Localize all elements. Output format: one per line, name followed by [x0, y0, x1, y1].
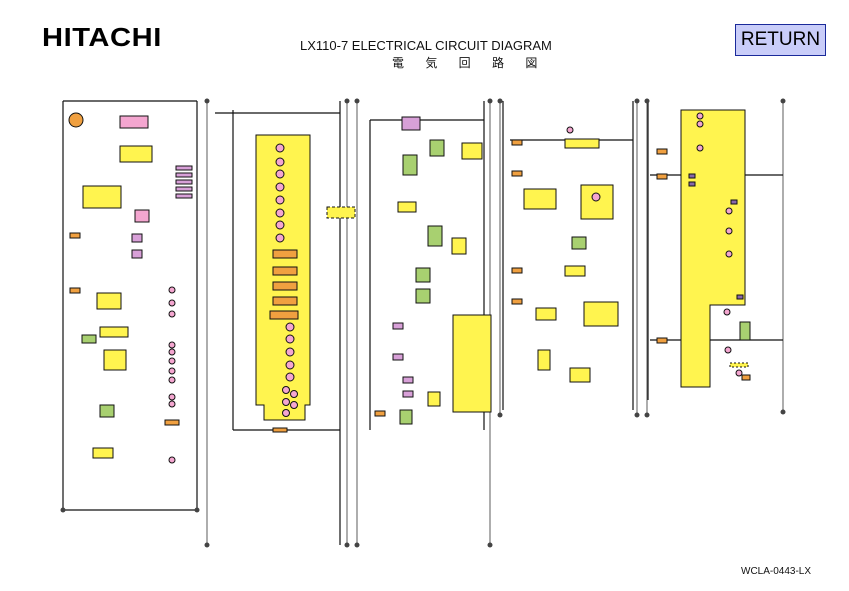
- dm-relay-2: [415, 288, 431, 304]
- t-m-control-unit: [452, 314, 492, 413]
- buzzer: [164, 419, 180, 426]
- lamp-indicators: [168, 286, 176, 464]
- page-title: LX110-7 ELECTRICAL CIRCUIT DIAGRAM: [300, 38, 552, 53]
- washer-switch-2: [569, 367, 591, 383]
- back-lamp-relay: [99, 404, 115, 418]
- parking-solenoid: [401, 116, 421, 131]
- section-starting-charging: [68, 112, 193, 464]
- sensor-box: [326, 206, 356, 219]
- alternator: [119, 145, 153, 163]
- hazard-switch: [103, 349, 127, 371]
- fuse-2: [69, 287, 81, 294]
- section-cluster-meter: [255, 134, 356, 433]
- section-lamps-wiper: [511, 126, 619, 383]
- wiper-motor: [580, 184, 614, 220]
- fuse-1: [69, 232, 81, 239]
- washer-motor: [537, 349, 551, 371]
- t-m-cutoff-relay: [427, 225, 443, 247]
- ac-connectors: [688, 173, 744, 300]
- document-number: WCLA-0443-LX: [741, 566, 812, 577]
- work-lamp-switch: [92, 447, 114, 459]
- washer-switch: [535, 307, 557, 321]
- terminal-dots: [60, 98, 786, 548]
- lighting-switch: [96, 292, 122, 310]
- parking-selection: [461, 142, 483, 160]
- solenoid-2: [131, 249, 143, 259]
- main-wires: [62, 100, 783, 545]
- wiper-relay: [571, 236, 587, 250]
- brand-logo: HITACHI: [42, 22, 162, 52]
- parking-selection-2: [397, 201, 417, 213]
- bus-rails: [206, 101, 784, 545]
- main-switch: [82, 185, 122, 209]
- return-button[interactable]: RETURN: [735, 24, 826, 56]
- section-air-conditioner: [656, 109, 751, 388]
- rear-wiper-motor: [583, 301, 619, 327]
- alternator-coil-icon: [68, 112, 84, 128]
- diode-unit-2: [427, 391, 441, 407]
- flasher-relay: [81, 334, 97, 344]
- dm-relay-1: [415, 267, 431, 283]
- solenoids: [392, 322, 414, 398]
- section-parking-transmission: [374, 116, 492, 425]
- fuses-ac: [656, 148, 668, 344]
- parking-relay-2: [429, 139, 445, 157]
- fuse-neutral: [374, 410, 386, 417]
- glow-plugs: [175, 165, 193, 199]
- turn-signal-switch: [99, 326, 129, 338]
- condenser-fan-1: [729, 362, 749, 368]
- fuses-lamps: [511, 139, 523, 305]
- parking-relay-1: [402, 154, 418, 176]
- starter-motor: [119, 115, 149, 129]
- wiper-switch: [523, 188, 557, 210]
- ac-indicators: [696, 112, 743, 377]
- magnet-clutch: [741, 374, 751, 381]
- cluster-indicators: [275, 143, 298, 417]
- horn: [564, 265, 586, 277]
- solenoid-1: [131, 233, 143, 243]
- glow-relay: [134, 209, 150, 223]
- room-lamp: [564, 138, 600, 149]
- diode-unit: [451, 237, 467, 255]
- neutral-relay: [399, 409, 413, 425]
- working-lamp: [566, 126, 574, 134]
- ac-relay: [739, 321, 751, 341]
- cluster-gauges: [269, 249, 299, 433]
- page-subtitle: 電 気 回 路 図: [392, 56, 547, 70]
